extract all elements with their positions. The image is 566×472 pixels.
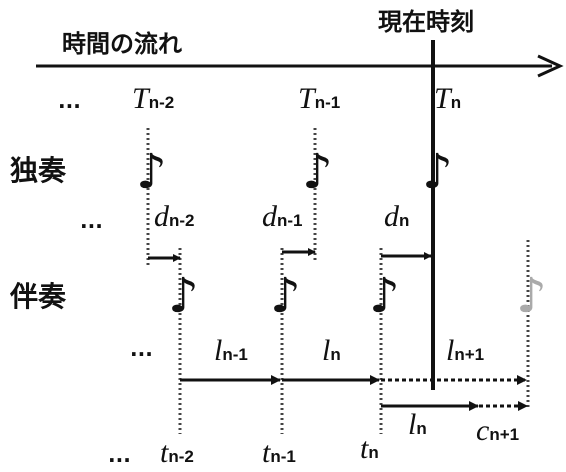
time-flow-label: 時間の流れ (62, 30, 182, 58)
time-axis-arrowhead (537, 54, 564, 78)
accomp-time-n: tn (360, 432, 379, 465)
solo-note-n-1: ♪ (302, 144, 333, 200)
accomp-note-n-1: ♪ (270, 268, 301, 324)
ellipsis-delays: ... (80, 209, 103, 233)
delay-n-2: dn-2 (154, 200, 195, 233)
solo-time-n: Tn (434, 82, 461, 115)
solo-note-n-2: ♪ (136, 144, 167, 200)
correction-label: cn+1 (476, 414, 519, 447)
solo-time-n-2: Tn-2 (132, 82, 174, 115)
accomp-note-n: ♪ (369, 268, 400, 324)
ellipsis-intervals: ... (130, 337, 153, 361)
ellipsis-solo-times: ... (58, 89, 81, 113)
delay-n-1: dn-1 (262, 200, 303, 233)
delay-n: dn (384, 200, 409, 233)
accompaniment-row-label: 伴奏 (9, 280, 67, 313)
solo-row-label: 独奏 (10, 154, 67, 187)
accomp-time-n-2: tn-2 (160, 436, 194, 469)
interval-n+1: ln+1 (446, 334, 484, 367)
accomp-note-future: ♪ (516, 268, 547, 324)
interval-n-1: ln-1 (214, 334, 248, 367)
solo-note-n: ♪ (422, 144, 453, 200)
interval-n: ln (322, 334, 341, 367)
current-time-label: 現在時刻 (378, 8, 474, 36)
ellipsis-accomp-times: ... (108, 443, 131, 467)
predicted-interval-label: ln (408, 408, 427, 441)
solo-time-n-1: Tn-1 (298, 82, 340, 115)
accomp-time-n-1: tn-1 (262, 436, 296, 469)
accomp-note-n-2: ♪ (168, 268, 199, 324)
